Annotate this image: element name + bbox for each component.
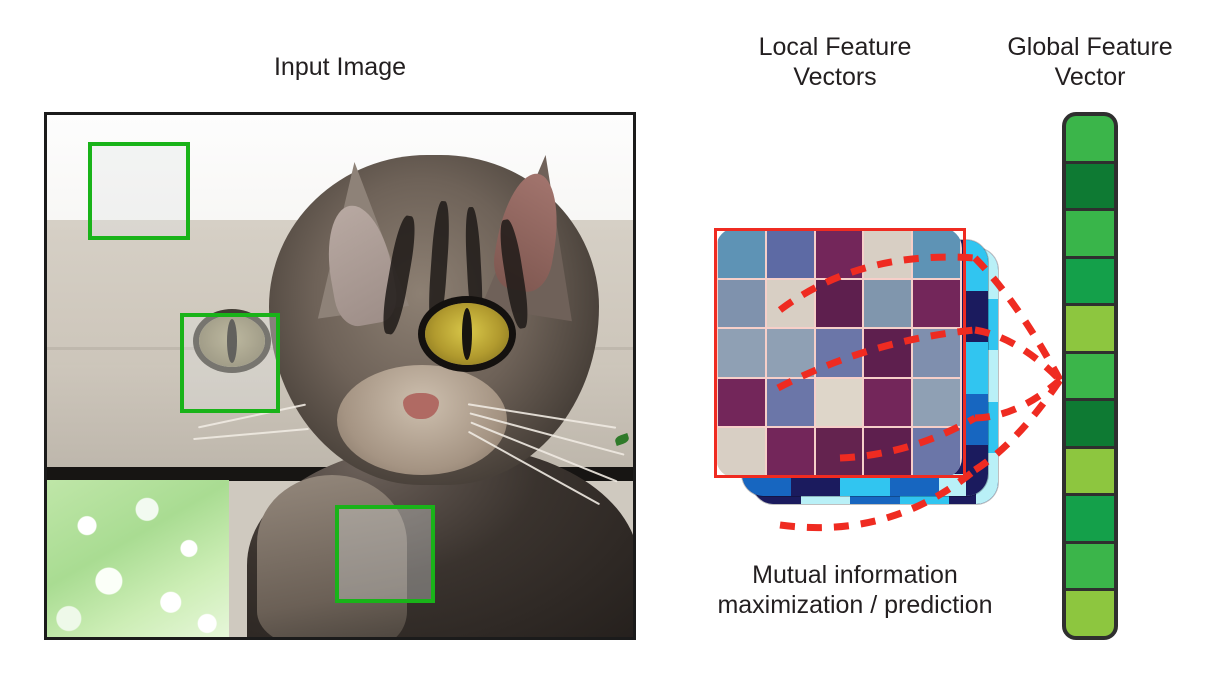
feature-cell-r2-c4 xyxy=(864,279,912,328)
feature-cell-r5-c1 xyxy=(718,428,765,476)
global-vector-cell-5 xyxy=(1066,306,1114,351)
feature-map-stack xyxy=(714,228,1006,508)
global-vector-cell-10 xyxy=(1066,543,1114,589)
global-vector-cell-1 xyxy=(1066,116,1114,161)
layer-segment-2 xyxy=(791,474,841,496)
cat-muzzle xyxy=(337,365,507,475)
grid-connector-1 xyxy=(777,253,976,313)
feature-cell-r4-c1 xyxy=(718,378,765,427)
layer-segment-1 xyxy=(742,474,792,496)
global-vector-cell-2 xyxy=(1066,163,1114,209)
layer-segment-1 xyxy=(966,240,988,292)
global-feature-vector-title: Global Feature Vector xyxy=(1007,33,1173,91)
global-vector-cell-6 xyxy=(1066,353,1114,399)
cat-left-eye xyxy=(199,315,265,367)
connector-line-1 xyxy=(972,255,1064,382)
cat-right-eye xyxy=(425,303,509,365)
grid-connector-3 xyxy=(839,414,977,462)
connector-line-4 xyxy=(973,378,1063,473)
feature-cell-r3-c4 xyxy=(864,329,912,377)
feature-cell-r1-c2 xyxy=(766,230,814,278)
global-vector-cell-3 xyxy=(1066,211,1114,256)
global-vector-cell-11 xyxy=(1066,591,1114,636)
feature-cell-r3-c1 xyxy=(718,329,765,377)
feature-cell-r4-c3 xyxy=(815,378,863,427)
input-image-title: Input Image xyxy=(273,53,407,81)
feature-cell-r5-c3 xyxy=(815,428,863,476)
feature-cell-r4-c4 xyxy=(864,378,912,427)
feature-map-red-outline xyxy=(714,228,966,478)
feature-cell-r3-c2 xyxy=(766,329,814,377)
crop-box-eye[interactable] xyxy=(180,313,280,413)
cat-pupil xyxy=(227,319,237,363)
feature-cell-r5-c5 xyxy=(913,428,960,476)
global-vector-cell-4 xyxy=(1066,258,1114,304)
mutual-information-connectors xyxy=(972,255,1064,473)
global-feature-vector-bar[interactable] xyxy=(1062,112,1118,640)
grid-internal-connectors xyxy=(776,253,978,532)
feature-cell-r4-c2 xyxy=(766,378,814,427)
feature-cell-r4-c5 xyxy=(913,378,960,427)
crop-box-body[interactable] xyxy=(335,505,435,603)
local-feature-vectors-title: Local Feature Vectors xyxy=(758,33,912,91)
feature-cell-r5-c2 xyxy=(766,428,814,476)
feature-cell-r2-c5 xyxy=(913,279,960,328)
layer-segment-4 xyxy=(889,474,939,496)
feature-cell-r2-c1 xyxy=(718,279,765,328)
grid-connector-4 xyxy=(779,467,978,532)
global-vector-cell-9 xyxy=(1066,496,1114,541)
layer-segment-3 xyxy=(966,342,988,394)
connector-line-2 xyxy=(974,326,1063,383)
layer-segment-3 xyxy=(840,474,890,496)
cat-nose xyxy=(403,393,439,419)
cat-photo xyxy=(47,115,633,637)
global-vector-cell-7 xyxy=(1066,401,1114,446)
feature-cell-r2-c3 xyxy=(815,279,863,328)
feature-map-grid[interactable] xyxy=(716,228,962,478)
window-foliage xyxy=(47,480,229,637)
cat-chest xyxy=(257,475,407,637)
crop-box-ear[interactable] xyxy=(88,142,190,240)
grid-connector-2 xyxy=(776,326,976,392)
global-vector-cell-8 xyxy=(1066,448,1114,494)
feature-cell-r1-c4 xyxy=(864,230,912,278)
mutual-information-caption: Mutual information maximization / predic… xyxy=(717,561,993,619)
feature-cell-r1-c1 xyxy=(718,230,765,278)
cat-pupil xyxy=(462,307,472,361)
input-image-panel xyxy=(44,112,636,640)
